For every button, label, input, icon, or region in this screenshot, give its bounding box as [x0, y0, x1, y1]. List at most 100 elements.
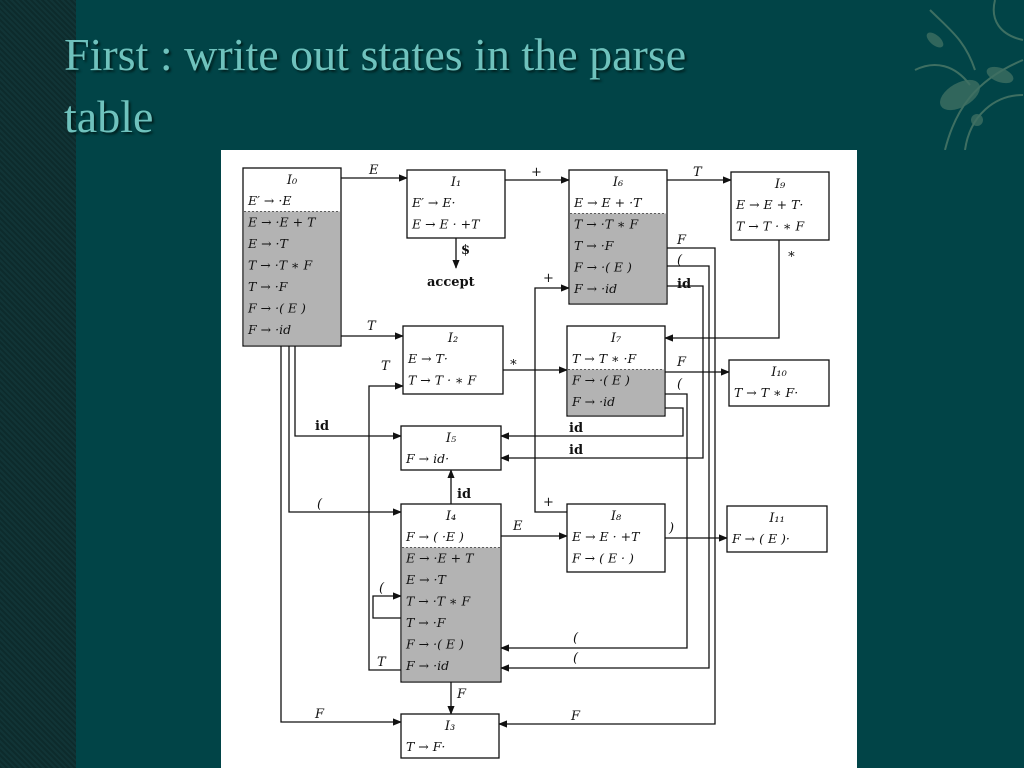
label-t: T: [381, 359, 391, 374]
label-f: F: [570, 709, 581, 724]
slide-title-line-1: First : write out states in the parse: [64, 29, 687, 80]
label-dollar: $: [461, 243, 470, 258]
lr-item: E → T·: [407, 351, 448, 366]
state-i9: I₉ E → E + T· T → T · ∗ F: [730, 171, 830, 241]
label-lparen: (: [573, 631, 579, 646]
state-label: I₀: [286, 173, 298, 188]
edge-i6-i4-lp: [500, 265, 710, 672]
edge-i7-i4-lp: [500, 393, 688, 652]
label-id: id: [457, 487, 471, 502]
label-lparen: (: [677, 377, 683, 392]
label-id: id: [569, 421, 583, 436]
lr-item: T → ·T ∗ F: [248, 258, 314, 273]
state-i8: I₈E → E · +TF → ( E · ): [566, 503, 666, 573]
label-lparen: (: [677, 253, 683, 268]
state-i10: I₁₀ T → T ∗ F·: [728, 359, 830, 407]
closure-shading: [244, 211, 340, 345]
state-i1: I₁ E′ → E· E → E · +T: [406, 169, 506, 239]
state-boxes: I₀ E′ → ·E E → ·E + T E → ·T T → ·T ∗ F T → ·…: [242, 167, 830, 759]
lr-item: E → E · +T: [411, 217, 481, 232]
label-t: T: [693, 165, 703, 180]
lr-item: F → ·id: [405, 658, 449, 673]
label-plus: +: [531, 165, 542, 180]
lr-item: T → ·F: [248, 279, 289, 294]
lr-item: T → T · ∗ F: [736, 219, 805, 234]
state-i0: I₀ E′ → ·E E → ·E + T E → ·T T → ·T ∗ F T → ·…: [242, 167, 342, 347]
lr-item: F → ( E · ): [571, 551, 634, 566]
label-plus: +: [543, 495, 554, 510]
state-i6: I₆ E → E + ·T T → ·T ∗ F T → ·F F → ·( E ) F …: [568, 169, 668, 305]
lr-item: E → ·T: [405, 572, 448, 587]
automaton-diagram: I₀ E′ → ·E E → ·E + T E → ·T T → ·T ∗ F T → ·…: [242, 163, 830, 759]
label-f: F: [676, 355, 687, 370]
lr-item: E → E + T·: [735, 197, 803, 212]
lr-item: T → ·T ∗ F: [574, 217, 640, 232]
lr-item: E′ → E·: [411, 195, 455, 210]
slide-title: First : write out states in the parse ta…: [64, 24, 904, 148]
label-star: ∗: [509, 355, 518, 370]
edge-i4-i2-t: [368, 382, 404, 671]
state-i2: I₂E → T·T → T · ∗ F: [402, 325, 504, 395]
left-border-strip: [0, 0, 76, 768]
edge-i0-i3-f: [280, 346, 402, 726]
lr-item: F → id·: [405, 451, 449, 466]
label-lparen: (: [573, 651, 579, 666]
floral-ornament-icon: [914, 0, 1024, 150]
label-f: F: [314, 707, 325, 722]
lr-item: F → ( ·E ): [405, 529, 464, 544]
lr-item: F → ·( E ): [571, 373, 630, 388]
lr-item: F → ·id: [571, 394, 615, 409]
lr-item: E → ·T: [247, 236, 290, 251]
lr-item: E′ → ·E: [247, 193, 291, 208]
label-id: id: [315, 419, 329, 434]
state-label: I₁₁: [768, 511, 785, 526]
state-label: I₂: [447, 331, 458, 346]
state-i7: I₇ T → T ∗ ·F F → ·( E ) F → ·id: [566, 325, 666, 417]
label-star: ∗: [787, 247, 796, 262]
slide-title-line-2: table: [64, 91, 154, 142]
label-t: T: [377, 655, 387, 670]
edge-i7-i5-id: [500, 407, 684, 440]
lr-item: T → F·: [406, 739, 445, 754]
lr-item: F → ·id: [247, 322, 291, 337]
label-plus: +: [543, 271, 554, 286]
edge-i6-i5-id: [500, 285, 704, 462]
edge-i6-i3-f: [498, 247, 716, 728]
state-label: I₄: [445, 509, 456, 524]
label-id: id: [677, 277, 691, 292]
lr-item: E → E + ·T: [573, 195, 643, 210]
state-label: I₃: [444, 719, 455, 734]
state-i4: I₄ F → ( ·E ) E → ·E + T E → ·T T → ·T ∗ F T …: [400, 503, 502, 683]
state-label: I₇: [610, 331, 622, 346]
lr-item: T → ·F: [406, 615, 447, 630]
lr-item: T → ·F: [574, 238, 615, 253]
lr-item: E → ·E + T: [247, 215, 317, 230]
transition-edges: [280, 174, 780, 728]
state-label: I₁: [450, 175, 461, 190]
accept-label: accept: [427, 275, 475, 290]
lr-item: F → ·( E ): [247, 301, 306, 316]
closure-shading: [570, 213, 666, 303]
label-rparen: ): [668, 521, 674, 536]
lr-item: T → ·T ∗ F: [406, 594, 472, 609]
lr-item: T → T ∗ F·: [734, 385, 798, 400]
state-label: I₆: [612, 175, 623, 190]
closure-shading: [568, 369, 664, 415]
lr-item: E → ·E + T: [405, 551, 475, 566]
closure-shading: [402, 547, 500, 681]
lr-item: T → T ∗ ·F: [572, 351, 638, 366]
lr-item: F → ( E )·: [731, 531, 790, 546]
label-lparen: (: [379, 581, 385, 596]
edge-i4-i4-lp: [372, 592, 402, 619]
state-label: I₉: [774, 177, 786, 192]
state-i5: I₅F → id·: [400, 425, 502, 471]
lr-item: F → ·( E ): [573, 260, 632, 275]
label-f: F: [456, 687, 467, 702]
edge-i8-i6-plus: [534, 284, 570, 513]
label-id: id: [569, 443, 583, 458]
lr-item: F → ·id: [573, 281, 617, 296]
lr-item: E → E · +T: [571, 529, 641, 544]
state-label: I₁₀: [770, 365, 787, 380]
label-lparen: (: [317, 497, 323, 512]
